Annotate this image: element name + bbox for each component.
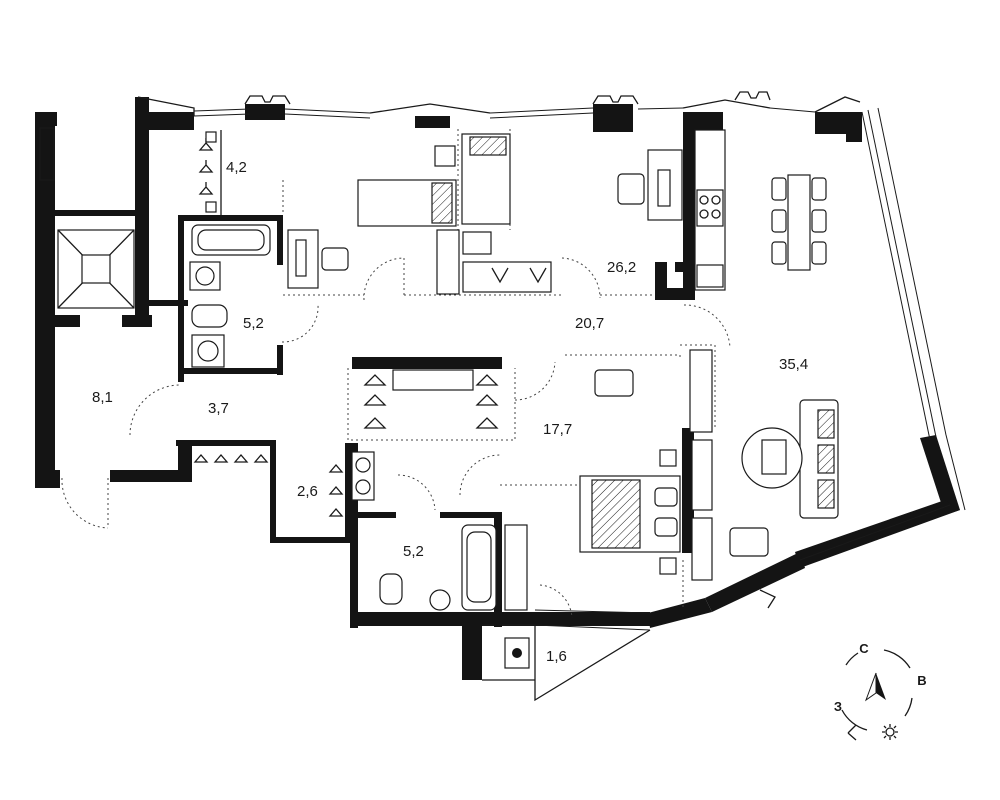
elevator-shaft <box>57 229 135 309</box>
sun-icon <box>885 727 895 737</box>
bedroom-furniture <box>579 369 713 581</box>
compass-needle-icon <box>876 673 886 700</box>
closet-fixtures <box>193 451 375 517</box>
facade-outline <box>137 91 966 702</box>
living-furniture <box>689 349 839 557</box>
room-area-corridor: 3,7 <box>208 400 229 417</box>
room-area-living: 35,4 <box>779 356 808 373</box>
utility-fixtures <box>504 637 530 669</box>
room-area-wardrobe-top: 4,2 <box>226 159 247 176</box>
compass: С В З <box>834 641 927 741</box>
bathroom-top-fixtures <box>189 224 271 368</box>
room-area-utility: 1,6 <box>546 648 567 665</box>
room-area-study: 26,2 <box>607 259 636 276</box>
bathroom-bottom-fixtures <box>379 524 528 611</box>
study-desk <box>617 129 726 291</box>
sofa-bed-center <box>357 133 552 295</box>
desk-left <box>287 229 349 289</box>
room-area-bedroom: 17,7 <box>543 421 572 438</box>
door-swings <box>61 257 731 619</box>
room-area-closet: 2,6 <box>297 483 318 500</box>
room-area-bathroom-top: 5,2 <box>243 315 264 332</box>
compass-east-label: В <box>917 673 926 688</box>
room-area-hall-center: 20,7 <box>575 315 604 332</box>
wardrobe-center <box>363 369 499 429</box>
room-area-bathroom-bottom: 5,2 <box>403 543 424 560</box>
room-labels: 4,2 5,2 8,1 3,7 20,7 26,2 35,4 17,7 2,6 … <box>92 159 808 665</box>
compass-west-label: З <box>834 699 842 714</box>
room-area-hall-left: 8,1 <box>92 389 113 406</box>
hanger-icons-top <box>198 130 222 215</box>
interior-walls <box>55 128 695 628</box>
exterior-walls <box>35 97 960 680</box>
compass-north-label: С <box>859 641 869 656</box>
dining-table <box>771 174 827 271</box>
